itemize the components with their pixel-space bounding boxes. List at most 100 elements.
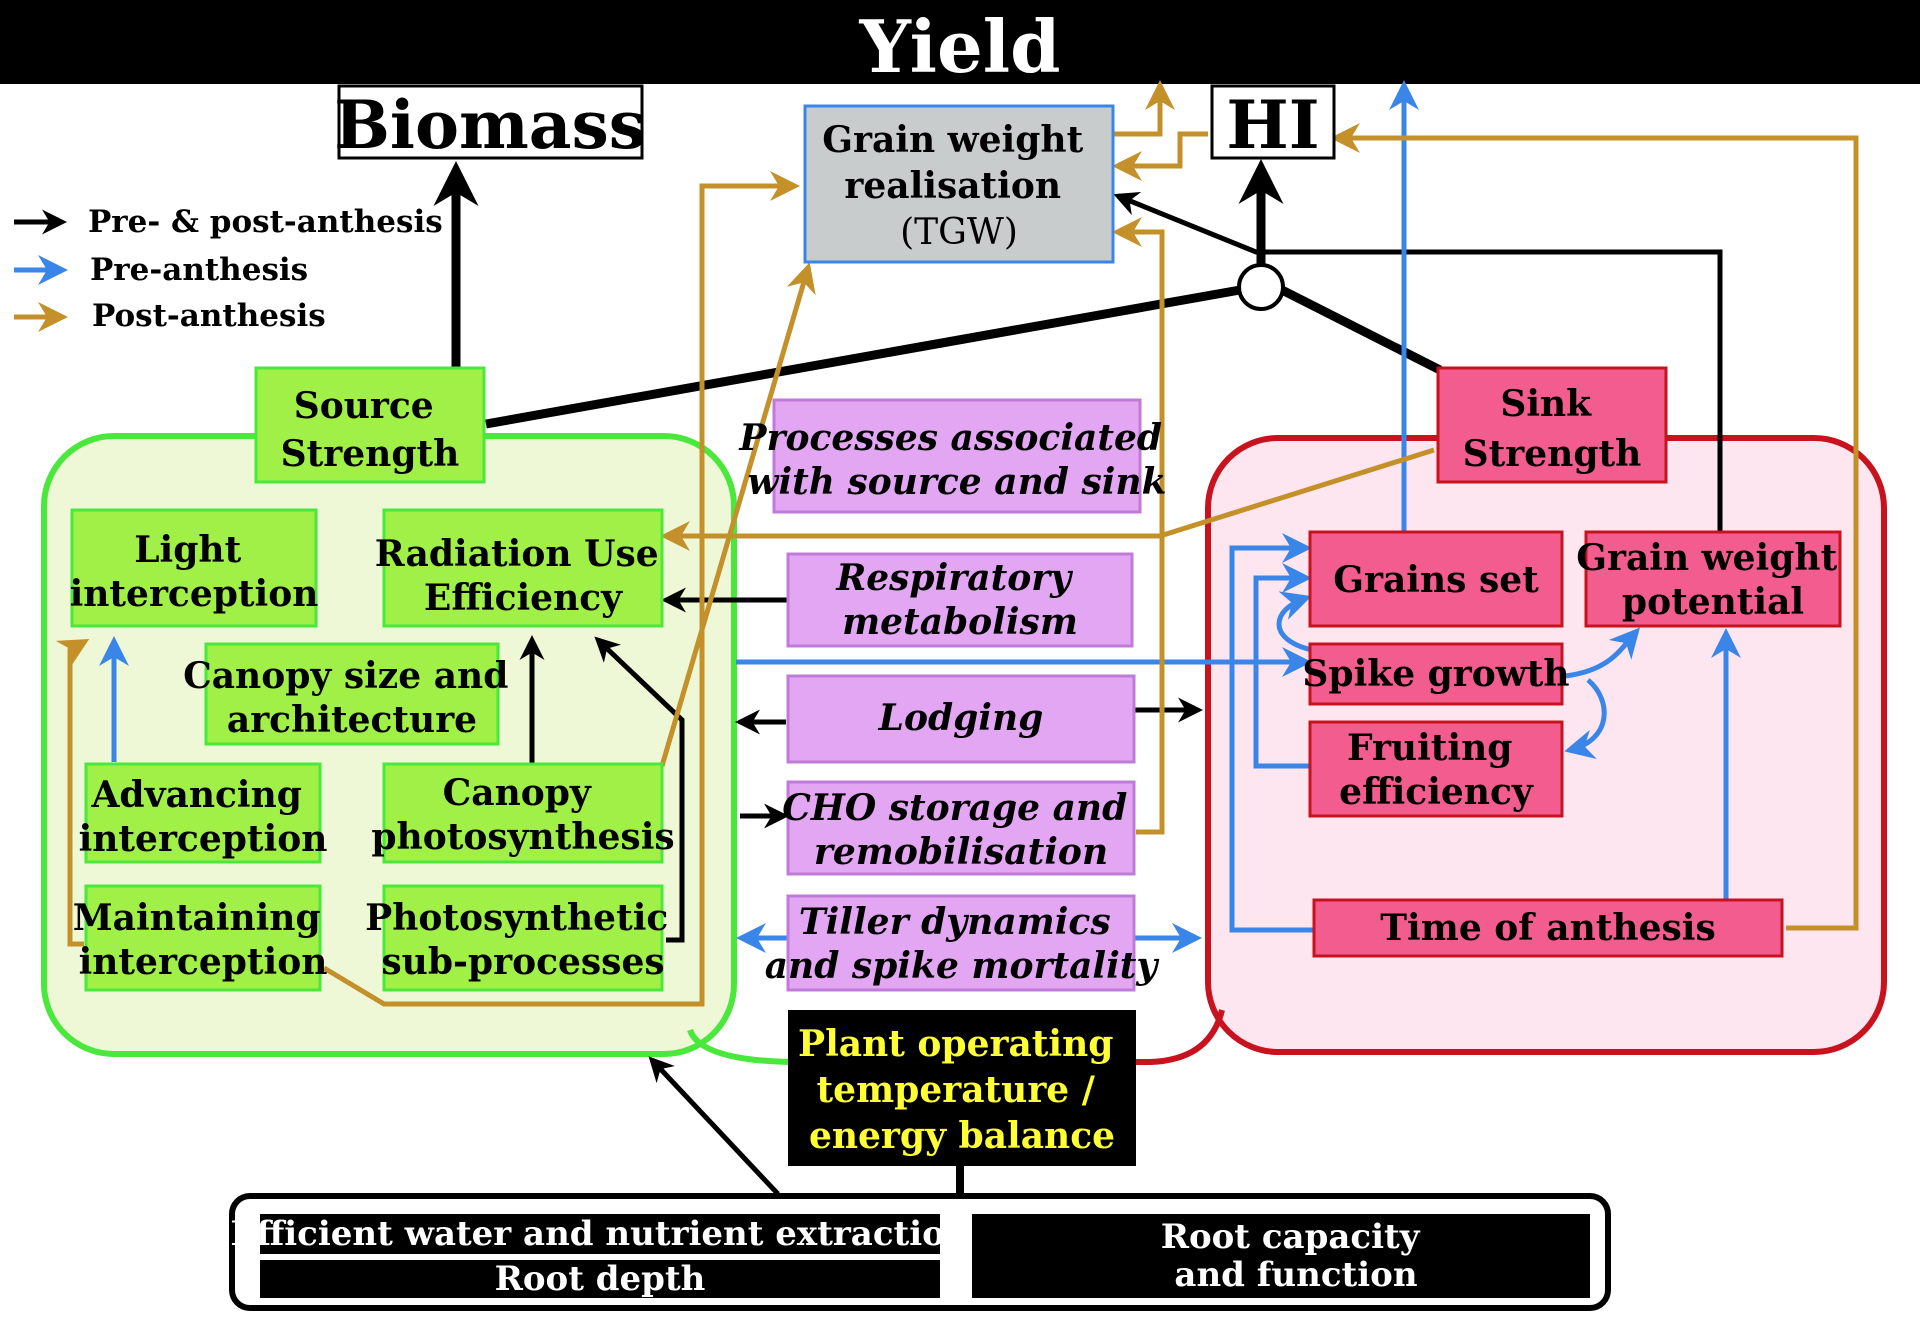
legend-label-pre-post: Pre- & post-anthesis: [88, 204, 443, 240]
photosynthetic-sub-processes-label: Photosynthetic sub-processes: [365, 897, 681, 983]
tiller-line-1: Tiller dynamics: [799, 901, 1111, 943]
source-strength-box: [254, 366, 486, 484]
legend-label-pre: Pre-anthesis: [90, 252, 308, 288]
sink-to-node-line: [1279, 285, 1443, 375]
maintaining-to-tgw-arrow: [322, 171, 800, 1007]
grain-weight-realisation-label: Grain weight realisation (TGW): [822, 119, 1096, 253]
tiller-dynamics-label: Tiller dynamics and spike mortality: [765, 901, 1160, 987]
canopy-photo-to-tgw-arrow: [659, 262, 816, 767]
hi-label: HI: [1226, 86, 1319, 164]
rue-line-1: Radiation Use: [375, 533, 659, 575]
light-line-1: Light: [134, 529, 241, 571]
photosynthetic-sub-processes-box: [382, 884, 664, 992]
hi-to-tgw-arrow: [1112, 131, 1208, 181]
yield-title-bar: [0, 0, 1920, 84]
light-interception-box: [70, 508, 318, 628]
spike-to-fruiting-arrow: [1564, 678, 1607, 760]
temperature-line-3: energy balance: [809, 1115, 1115, 1157]
cho-storage-label: CHO storage and remobilisation: [782, 787, 1140, 873]
legend: Pre- & post-anthesis Pre-anthesis Post-a…: [14, 204, 443, 334]
tiller-line-2: and spike mortality: [765, 945, 1160, 987]
biomass-box: [337, 84, 644, 160]
source-title-line-2: Strength: [281, 433, 460, 475]
hi-box: [1210, 84, 1336, 160]
tgw-line-3: (TGW): [900, 212, 1018, 253]
source-to-node-line: [485, 285, 1241, 429]
canopy-photo-line-2: photosynthesis: [371, 816, 674, 858]
anthesis-to-hi-arrow: [1330, 123, 1859, 931]
temperature-to-source-arrow: [648, 1056, 780, 1196]
processes-associated-box: [772, 398, 1142, 514]
root-capacity-bar: [972, 1214, 1590, 1298]
photo-sub-line-1: Photosynthetic: [365, 897, 668, 939]
associated-line-2: with source and sink: [747, 461, 1166, 503]
fruiting-line-2: efficiency: [1339, 771, 1534, 813]
gwp-line-1: Grain weight: [1576, 537, 1837, 579]
cho-line-1: CHO storage and: [782, 787, 1127, 829]
fruiting-to-grains-arrow: [1253, 563, 1312, 769]
temperature-box: [788, 1010, 1136, 1166]
cho-to-tgw-arrow: [1112, 217, 1165, 835]
tgw-line-1: Grain weight: [822, 119, 1083, 161]
tgw-line-2: realisation: [844, 165, 1061, 207]
spike-growth-label: Spike growth: [1302, 653, 1569, 695]
sink-strength-box: [1436, 366, 1668, 484]
fruiting-efficiency-label: Fruiting efficiency: [1339, 727, 1534, 813]
advancing-line-2: interception: [79, 818, 328, 860]
respiratory-line-2: metabolism: [842, 601, 1078, 643]
temperature-label: Plant operating temperature / energy bal…: [798, 1023, 1126, 1157]
grains-set-box: [1308, 530, 1564, 628]
root-capacity-line-1: Root capacity: [1161, 1217, 1421, 1257]
time-of-anthesis-box: [1312, 898, 1784, 958]
advancing-interception-box: [84, 762, 322, 864]
sink-title-line-2: Strength: [1463, 433, 1642, 475]
extraction-label: Efficient water and nutrient extraction: [230, 1214, 969, 1254]
processes-associated-label: Processes associated with source and sin…: [738, 417, 1174, 503]
lodging-label: Lodging: [878, 697, 1044, 739]
spike-growth-box: [1308, 642, 1564, 706]
root-capacity-line-2: and function: [1174, 1255, 1417, 1295]
fruiting-line-1: Fruiting: [1347, 727, 1512, 769]
junction-node: [1237, 263, 1285, 311]
sink-region-bottom-link: [1134, 1009, 1225, 1065]
source-title-line-1: Source: [294, 385, 434, 427]
root-depth-label: Root depth: [495, 1259, 706, 1299]
grain-weight-realisation-box: [803, 104, 1115, 264]
advancing-interception-label: Advancing interception: [79, 774, 328, 860]
root-depth-bar: [260, 1260, 940, 1298]
light-interception-label: Light interception: [70, 529, 319, 615]
fruiting-efficiency-box: [1308, 720, 1564, 818]
canopy-size-label: Canopy size and architecture: [183, 655, 521, 741]
time-of-anthesis-label: Time of anthesis: [1380, 907, 1715, 949]
light-line-2: interception: [70, 573, 319, 615]
anthesis-to-grains-arrow: [1229, 533, 1314, 933]
rue-line-2: Efficiency: [424, 577, 623, 619]
gwp-to-grain-weight-arrow: [1113, 191, 1723, 534]
maintaining-to-light-arrow: [55, 639, 90, 947]
canopy-photosynthesis-label: Canopy photosynthesis: [371, 772, 674, 858]
biomass-label: Biomass: [334, 86, 646, 164]
spike-to-gwp-arrow: [1565, 627, 1640, 679]
maintaining-interception-label: Maintaining interception: [73, 897, 333, 983]
advancing-line-1: Advancing: [90, 774, 301, 816]
maintaining-interception-box: [84, 884, 322, 992]
photo-sub-line-2: sub-processes: [381, 941, 664, 983]
temperature-line-2: temperature /: [817, 1069, 1096, 1111]
canopy-size-line-2: architecture: [227, 699, 477, 741]
grain-weight-potential-box: [1584, 530, 1842, 628]
rue-label: Radiation Use Efficiency: [375, 533, 671, 619]
source-strength-label: Source Strength: [281, 385, 460, 475]
rue-box: [382, 508, 664, 628]
tgw-to-yield-arrow: [1114, 80, 1175, 137]
gwp-line-2: potential: [1622, 581, 1804, 623]
spike-to-grains-loop-arrow: [1276, 591, 1313, 653]
legend-label-post: Post-anthesis: [92, 298, 326, 334]
canopy-size-line-1: Canopy size and: [183, 655, 508, 697]
respiratory-metabolism-box: [786, 552, 1134, 648]
cho-line-2: remobilisation: [814, 831, 1108, 873]
extraction-bar: [260, 1214, 940, 1254]
canopy-size-box: [204, 642, 500, 746]
temperature-line-1: Plant operating: [798, 1023, 1113, 1065]
